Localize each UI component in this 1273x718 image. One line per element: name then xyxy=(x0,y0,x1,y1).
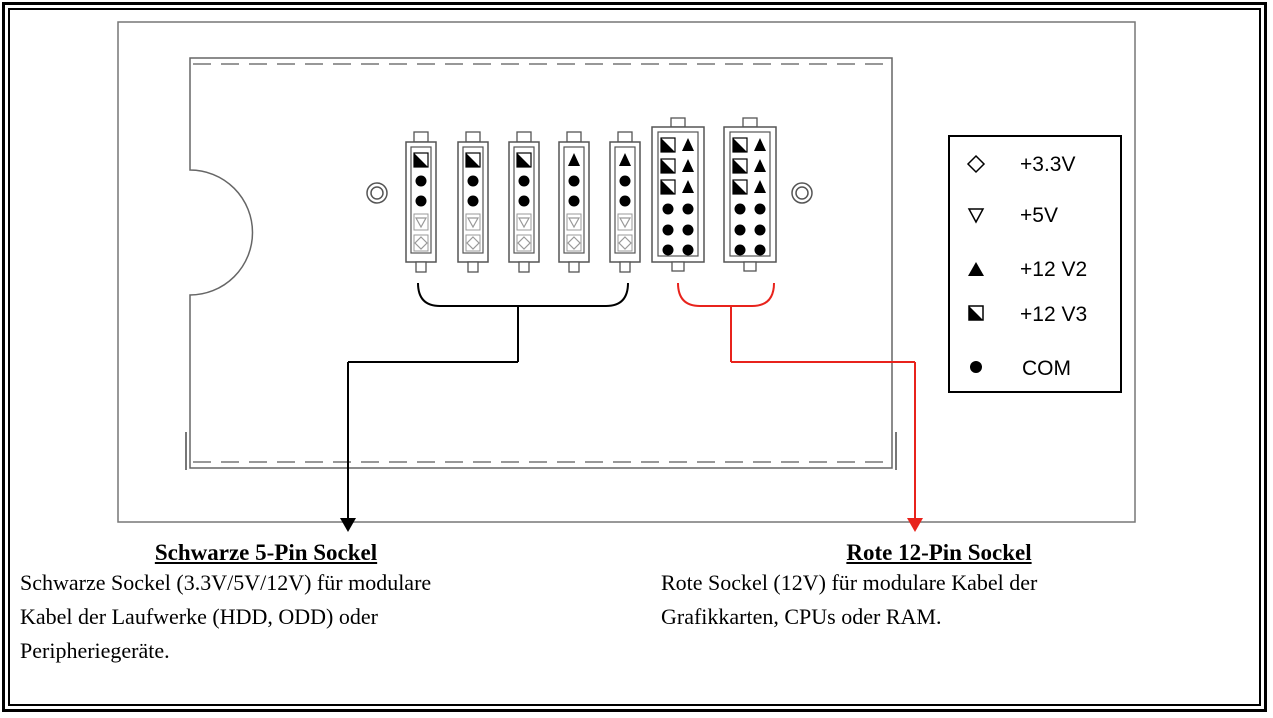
inner-border xyxy=(8,8,1261,706)
black-bracket xyxy=(340,282,629,532)
five-pin-connectors xyxy=(405,131,641,273)
red-socket-line-1: Rote Sockel (12V) für modulare Kabel der xyxy=(661,570,1038,595)
legend-label-com: COM xyxy=(1022,357,1071,380)
black-arrow-head xyxy=(340,518,356,532)
twelve-pin-connector xyxy=(651,117,705,272)
five-pin-connector xyxy=(405,131,437,273)
black-socket-line-2: Kabel der Laufwerke (HDD, ODD) oder xyxy=(20,604,378,629)
twelve-pin-connectors xyxy=(651,117,777,272)
five-pin-connector xyxy=(609,131,641,273)
legend-label-5v: +5V xyxy=(1020,204,1058,227)
screw-hole-right xyxy=(791,182,813,204)
twelve-pin-connector xyxy=(723,117,777,272)
legend-label-3v3: +3.3V xyxy=(1020,153,1075,176)
red-socket-caption: Rote 12-Pin Sockel Rote Sockel (12V) für… xyxy=(661,540,1221,634)
five-pin-connector xyxy=(558,131,590,273)
five-pin-connector xyxy=(457,131,489,273)
screw-hole-left xyxy=(366,182,388,204)
triangle-down-outline-icon xyxy=(967,208,985,224)
filled-dot-icon xyxy=(970,361,982,373)
legend-label-12v3: +12 V3 xyxy=(1020,303,1087,326)
black-socket-line-1: Schwarze Sockel (3.3V/5V/12V) für modula… xyxy=(20,570,432,595)
legend-label-12v2: +12 V2 xyxy=(1020,258,1087,281)
triangle-up-filled-icon xyxy=(968,262,984,276)
black-socket-line-3: Peripheriegeräte. xyxy=(20,638,170,663)
red-socket-line-2: Grafikkarten, CPUs oder RAM. xyxy=(661,604,942,629)
red-arrow-head xyxy=(907,518,923,532)
black-socket-caption: Schwarze 5-Pin Sockel Schwarze Sockel (3… xyxy=(20,540,550,668)
half-square-icon xyxy=(968,305,984,321)
five-pin-connector xyxy=(508,131,540,273)
red-socket-heading: Rote 12-Pin Sockel xyxy=(846,540,1032,565)
black-socket-heading: Schwarze 5-Pin Sockel xyxy=(154,540,378,565)
diamond-outline-icon xyxy=(966,154,986,174)
red-bracket xyxy=(677,282,923,532)
legend-box: +3.3V +5V +12 V2 +12 V3 COM xyxy=(948,135,1122,393)
